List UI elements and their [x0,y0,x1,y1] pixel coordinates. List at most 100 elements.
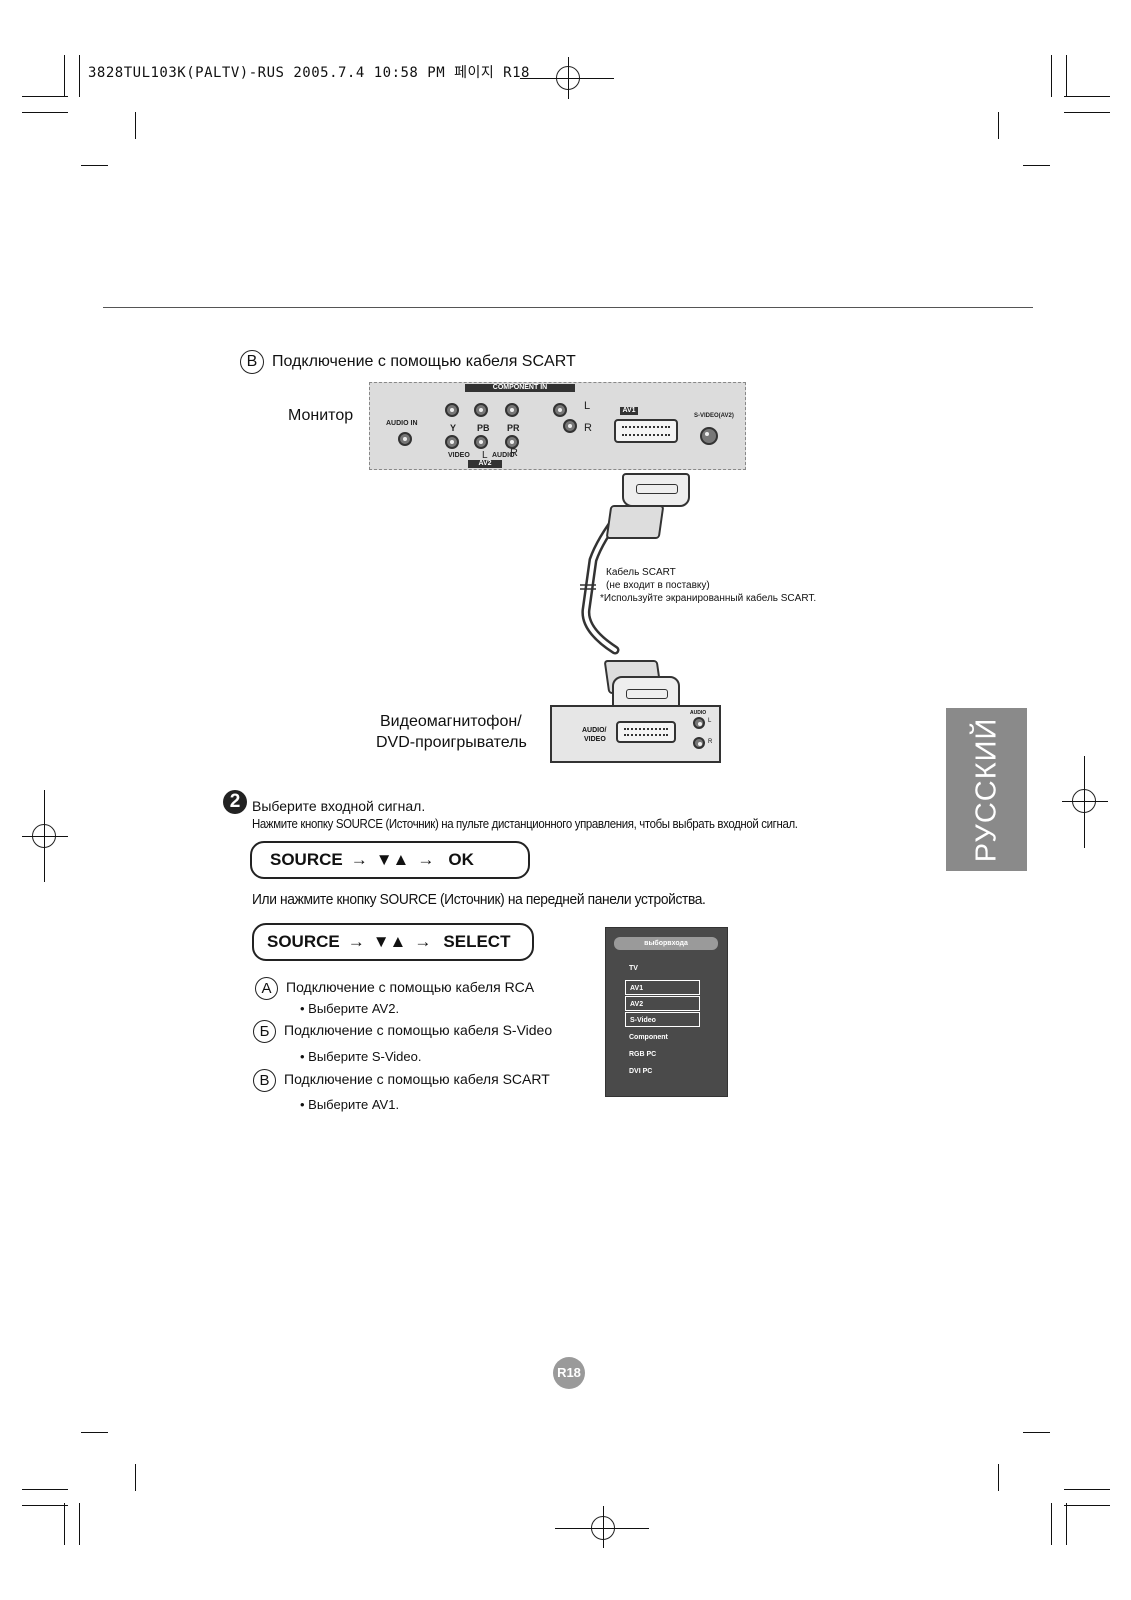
monitor-label: Монитор [288,407,354,424]
option-title: Подключение с помощью кабеля S-Video [284,1022,553,1039]
pb-label: PB [477,423,490,433]
rca-jack-icon [693,717,705,729]
section-rule [103,307,1033,308]
crop-mark [1064,1505,1110,1506]
rca-jack-icon [553,403,567,417]
crop-mark [1051,1503,1052,1545]
vcr-l-label: L [708,718,712,724]
crop-mark [81,165,108,166]
cable-note: Кабель SCART (не входит в поставку) *Исп… [600,566,816,605]
menu-item-rgb-pc: RGB PC [629,1051,657,1058]
language-tab: РУССКИЙ [946,708,1027,871]
s-video-jack-icon [700,427,718,445]
monitor-rear-panel: COMPONENT IN AUDIO IN Y PB PR VIDEO AUDI… [369,382,746,470]
crop-mark [998,1464,999,1491]
scart-plug-icon [622,473,690,507]
updown-keys-icon: ▼▲ [375,850,410,869]
option-sub: • Выберите AV2. [300,1001,400,1016]
vcr-r-label: R [708,739,713,745]
language-tab-label: РУССКИЙ [970,717,1002,862]
cable-note-line: *Используйте экранированный кабель SCART… [600,593,817,604]
pr-label: PR [507,423,520,433]
option-letter: A [255,977,278,1000]
rca-jack-icon [445,435,459,449]
registration-line [44,790,45,882]
option-letter: B [253,1069,276,1092]
menu-item-dvi-pc: DVI PC [629,1068,653,1075]
vcr-label: Видеомагнитофон/ [380,713,522,730]
crop-mark [1064,1489,1110,1490]
arrow-icon: → [417,850,435,869]
crop-mark [22,112,68,113]
crop-mark [1064,96,1110,97]
dvd-label: DVD-проигрыватель [376,734,527,751]
option-title: Подключение с помощью кабеля SCART [284,1071,550,1088]
rca-jack-icon [505,403,519,417]
registration-line [603,1506,604,1548]
vcr-audio-label: AUDIO [690,710,707,716]
step-description: Нажмите кнопку SOURCE (Источник) на пуль… [252,816,798,831]
arrow-icon: → [347,932,365,951]
crop-mark [64,55,65,97]
front-panel-sequence: SOURCE→▼▲→SELECT [252,923,534,961]
section-title-text: Подключение с помощью кабеля SCART [272,353,576,371]
crop-mark [22,1489,68,1490]
component-in-label: COMPONENT IN [465,384,575,392]
ok-key: OK [448,850,474,869]
option-rca: A Подключение с помощью кабеля RCA [255,977,534,1000]
audio-in-jack-icon [398,432,412,446]
component-l-label: L [584,400,591,412]
registration-line [520,78,614,79]
cable-note-line: (не входит в поставку) [606,580,710,591]
rca-jack-icon [474,435,488,449]
crop-mark [22,96,68,97]
crop-mark [1023,165,1050,166]
print-header: 3828TUL103K(PALTV)-RUS 2005.7.4 10:58 PM… [88,65,530,81]
scart-plug-body-icon [605,505,665,539]
rca-jack-icon [445,403,459,417]
scart-plug-icon [612,676,680,710]
rca-jack-icon [505,435,519,449]
select-key: SELECT [443,932,511,951]
rca-jack-icon [474,403,488,417]
video-label: VIDEO [584,736,606,743]
option-sub: • Выберите AV1. [300,1097,400,1112]
menu-item-tv: TV [629,965,638,972]
registration-line [555,1528,649,1529]
source-key: SOURCE [267,932,340,951]
vcr-rear-panel: AUDIO/ VIDEO AUDIO L R [550,705,721,763]
registration-line [1062,801,1108,802]
menu-title: выборвхода [614,937,718,950]
av2-label: AV2 [468,460,502,468]
crop-mark [22,1505,68,1506]
option-title: Подключение с помощью кабеля RCA [286,979,535,996]
crop-mark [79,1503,80,1545]
updown-keys-icon: ▼▲ [372,932,407,951]
registration-line [1084,756,1085,848]
crop-mark [998,112,999,139]
video-label: VIDEO [448,452,470,459]
cable-note-line: Кабель SCART [606,567,676,578]
crop-mark [64,1503,65,1545]
crop-mark [135,1464,136,1491]
scart-socket-icon [614,419,678,443]
crop-mark [135,112,136,139]
arrow-icon: → [350,850,368,869]
crop-mark [1066,55,1067,97]
option-sub: • Выберите S-Video. [300,1049,422,1064]
menu-item-av2: AV2 [625,996,700,1011]
rca-jack-icon [693,737,705,749]
registration-line [22,836,68,837]
registration-line [568,57,569,99]
crop-mark [1066,1503,1067,1545]
input-select-menu: выборвхода TV AV1 AV2 S-Video Component … [605,927,728,1097]
menu-item-component: Component [629,1034,668,1041]
remote-sequence: SOURCE → ▼▲ → OK [250,841,530,879]
component-r-label: R [584,422,592,434]
menu-item-s-video: S-Video [625,1012,700,1027]
y-label: Y [450,423,457,433]
source-key: SOURCE [270,850,343,869]
rca-jack-icon [563,419,577,433]
